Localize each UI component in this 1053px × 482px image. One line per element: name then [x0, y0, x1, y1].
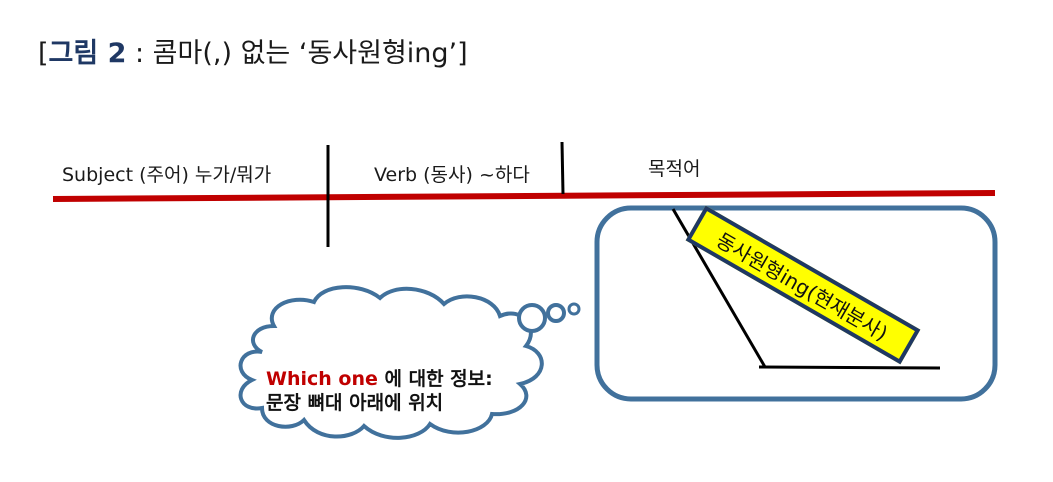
- cloud-line-2: 문장 뼈대 아래에 위치: [266, 392, 444, 414]
- modifier-box: [594, 205, 998, 402]
- subject-label: Subject (주어) 누가/뭐가: [62, 164, 272, 186]
- title-caption: : 콤마(,) 없는 ‘동사원형ing’]: [126, 38, 468, 69]
- thought-cloud-text: Which one 에 대한 정보: 문장 뼈대 아래에 위치: [266, 367, 493, 415]
- modifier-base-line: [758, 365, 941, 370]
- figure-title: [그림 2 : 콤마(,) 없는 ‘동사원형ing’]: [38, 36, 468, 72]
- thought-cloud-icon: [238, 285, 544, 440]
- title-open-bracket: [: [38, 38, 49, 69]
- cloud-line-1: Which one 에 대한 정보:: [266, 367, 493, 391]
- thought-bubble-medium: [546, 303, 566, 323]
- thought-bubble-small: [567, 302, 581, 316]
- which-one-highlight: Which one: [266, 368, 378, 390]
- object-label: 목적어: [648, 158, 701, 180]
- figure-number: 그림 2: [48, 38, 127, 69]
- sentence-baseline: [52, 190, 996, 202]
- thought-bubble-large: [517, 303, 547, 333]
- verb-object-divider: [560, 141, 565, 195]
- cloud-line-1-rest: 에 대한 정보:: [377, 368, 493, 390]
- verb-label: Verb (동사) ~하다: [374, 164, 530, 186]
